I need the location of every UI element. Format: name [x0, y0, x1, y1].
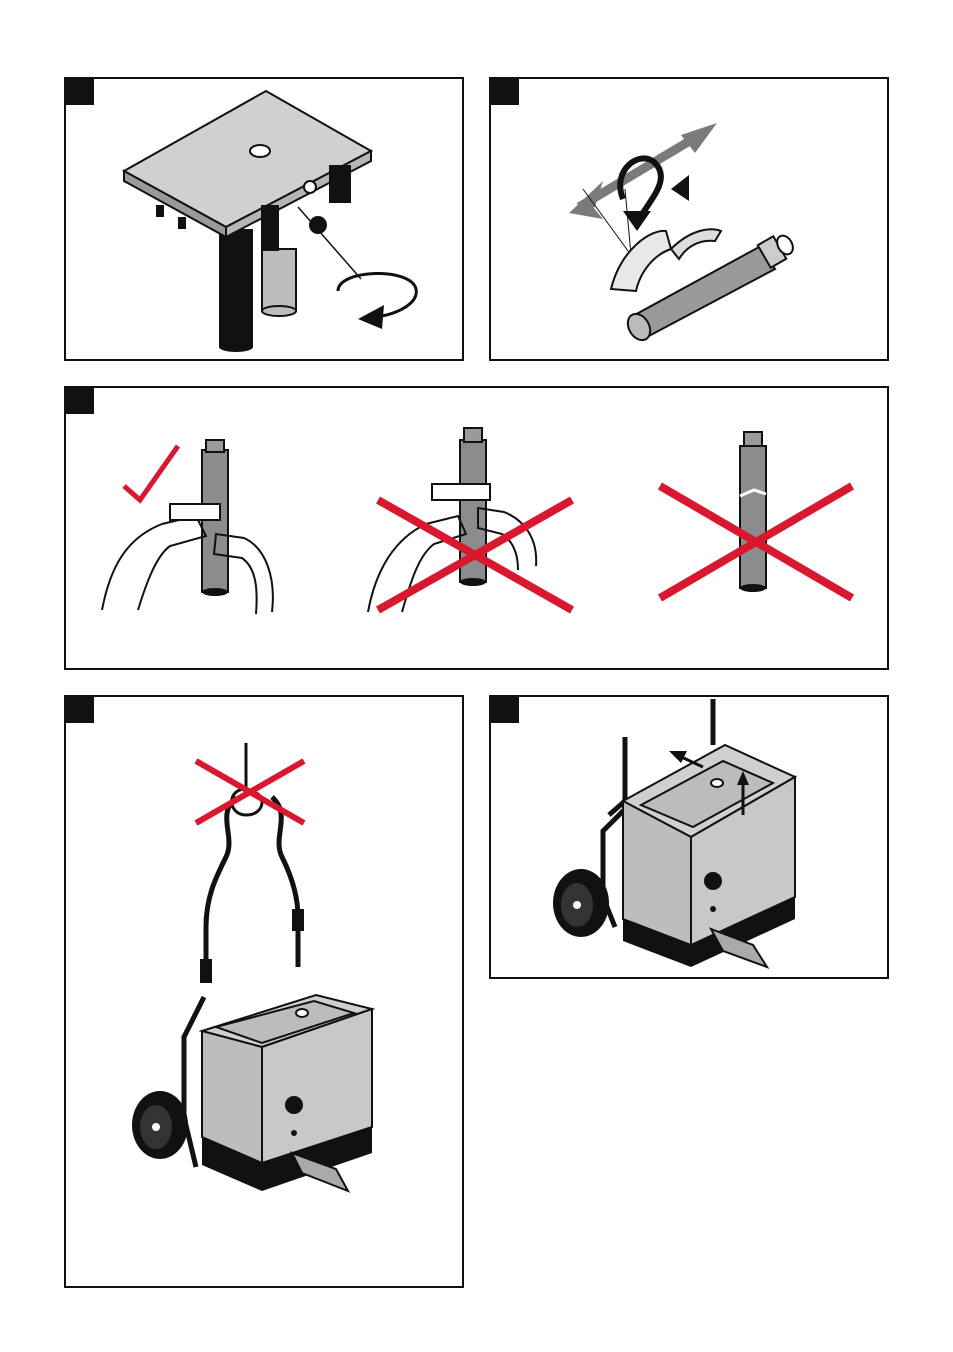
panel-4-no-crane-lift — [64, 695, 464, 1288]
illustration-filter-housing — [66, 79, 462, 359]
lift-loop — [206, 797, 236, 967]
control-knob — [704, 872, 722, 890]
hand-left — [102, 516, 206, 610]
dark-filter-cylinder — [219, 229, 253, 347]
checkmark-icon — [124, 446, 178, 500]
panel-3-filter-handling — [64, 386, 889, 670]
wrench-tool — [170, 504, 220, 520]
illustration-no-crane-lift — [66, 697, 462, 1286]
illustration-filter-cleaning — [491, 79, 887, 359]
control-knob — [285, 1096, 303, 1114]
knob — [309, 216, 327, 234]
illustration-filter-handling — [66, 388, 887, 668]
panel-1-filter-housing — [64, 77, 464, 361]
filter-damaged — [740, 446, 766, 588]
illustration-lift-cover — [491, 697, 887, 977]
light-filter-cylinder — [262, 249, 296, 311]
panel-5-lift-cover — [489, 695, 889, 979]
panel-2-filter-cleaning — [489, 77, 889, 361]
plate-hole — [250, 145, 270, 157]
